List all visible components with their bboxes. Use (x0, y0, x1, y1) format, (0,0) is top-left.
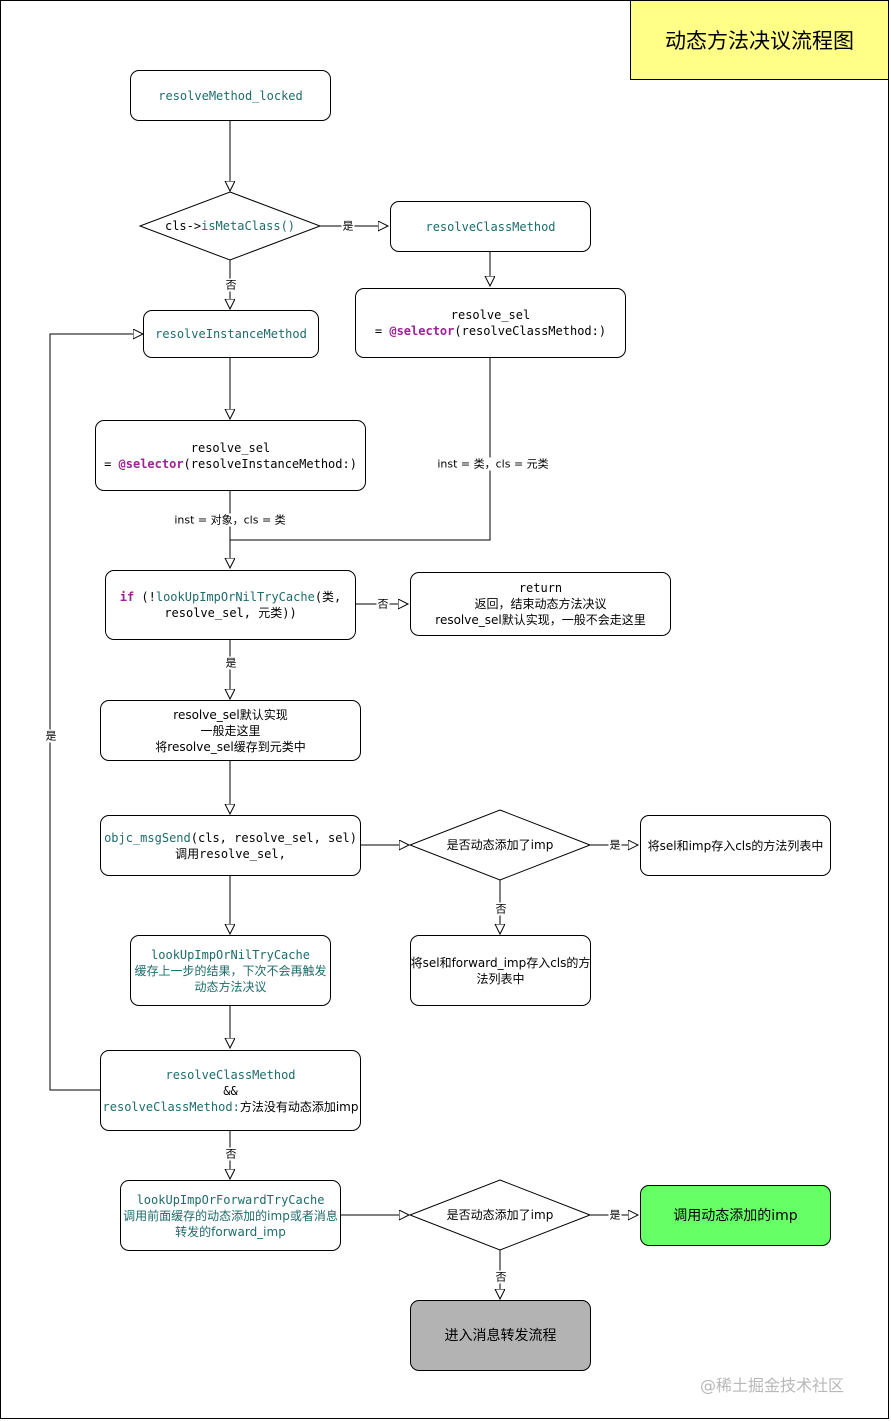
node-text-line1: return (518, 581, 563, 595)
node-text-line1: resolve_sel (450, 308, 531, 322)
node-text-line2: 缓存上一步的结果，下次不会再触发 (134, 963, 327, 978)
title-note: 动态方法决议流程图 (630, 0, 889, 80)
edge-label-if-yes: 是 (224, 656, 238, 670)
node-text: resolveInstanceMethod (155, 327, 307, 341)
node-text-line2: 法列表中 (476, 971, 525, 986)
node-enter-forwarding: 进入消息转发流程 (410, 1300, 591, 1371)
node-text-line1: if (!lookUpImpOrNilTryCache(类, (119, 590, 342, 604)
node-instance-selector: resolve_sel = @selector(resolveInstanceM… (95, 420, 366, 491)
node-text: 调用动态添加的imp (673, 1207, 798, 1224)
node-lookup-forward-cache: lookUpImpOrForwardTryCache 调用前面缓存的动态添加的i… (120, 1180, 341, 1251)
edge-label-class-inst-note: inst = 类，cls = 元类 (436, 457, 550, 471)
node-text-line3: 将resolve_sel缓存到元类中 (155, 739, 306, 754)
node-text-line2: 调用resolve_sel, (175, 846, 286, 861)
node-text-line1: resolveClassMethod (165, 1067, 296, 1082)
node-class-method-check: resolveClassMethod && resolveClassMethod… (100, 1050, 361, 1131)
node-text-line2: resolve_sel, 元类)) (164, 606, 297, 620)
node-text: 将sel和imp存入cls的方法列表中 (647, 838, 824, 853)
node-dyn-added-1: 是否动态添加了imp (430, 829, 570, 861)
node-resolve-method-locked: resolveMethod_locked (130, 70, 331, 121)
node-text: 进入消息转发流程 (444, 1327, 557, 1344)
node-text-line3: 动态方法决议 (194, 979, 267, 994)
node-lookup-nil-cache: lookUpImpOrNilTryCache 缓存上一步的结果，下次不会再触发 … (130, 935, 331, 1006)
node-text-line2: && (223, 1083, 238, 1098)
node-text-prefix: cls-> (164, 219, 202, 233)
node-text-line1: lookUpImpOrNilTryCache (151, 947, 310, 962)
edge-label-dyn2-yes: 是 (608, 1208, 622, 1222)
node-class-selector: resolve_sel = @selector(resolveClassMeth… (355, 288, 626, 358)
node-is-meta-class: cls->isMetaClass() (150, 210, 310, 242)
edge-classsel-to-if (230, 357, 491, 541)
node-text-line1: objc_msgSend(cls, resolve_sel, sel) (104, 830, 357, 845)
node-text: 是否动态添加了imp (446, 838, 554, 852)
node-text-line2: = @selector(resolveClassMethod:) (374, 324, 607, 338)
node-text-line2: 一般走这里 (200, 723, 261, 738)
node-text-line3: resolveClassMethod:方法没有动态添加imp (102, 1099, 359, 1114)
node-resolve-class-method: resolveClassMethod (390, 201, 591, 252)
node-return: return 返回，结束动态方法决议 resolve_sel默认实现，一般不会走… (410, 572, 671, 636)
node-store-sel-imp: 将sel和imp存入cls的方法列表中 (640, 815, 831, 876)
node-text: 是否动态添加了imp (446, 1208, 554, 1222)
node-text: resolveMethod_locked (158, 88, 303, 103)
edge-label-class-check-no: 否 (224, 1147, 238, 1161)
node-text-call: isMetaClass() (201, 219, 296, 233)
node-text-line1: 将sel和forward_imp存入cls的方 (410, 955, 591, 970)
edge-label-dyn2-no: 否 (494, 1270, 508, 1284)
edge-label-meta-yes: 是 (341, 219, 355, 233)
node-msg-send: objc_msgSend(cls, resolve_sel, sel) 调用re… (100, 815, 361, 876)
node-store-forward-imp: 将sel和forward_imp存入cls的方 法列表中 (410, 935, 591, 1006)
node-call-dynamic-imp: 调用动态添加的imp (640, 1185, 831, 1246)
edge-label-if-no: 否 (376, 597, 390, 611)
edge-label-meta-no: 否 (224, 278, 238, 292)
node-text-line2: = @selector(resolveInstanceMethod:) (104, 456, 357, 471)
watermark: @稀土掘金技术社区 (700, 1376, 845, 1395)
diamond-dyn-added-1 (408, 809, 592, 881)
edge-label-inst-obj-note: inst = 对象，cls = 类 (173, 513, 287, 527)
node-if-lookup-nil: if (!lookUpImpOrNilTryCache(类, resolve_s… (105, 570, 356, 640)
node-text-line2: 返回，结束动态方法决议 (474, 597, 607, 611)
diamond-dyn-added-2 (408, 1179, 592, 1251)
edge-label-dyn1-yes: 是 (608, 838, 622, 852)
node-text-line3: resolve_sel默认实现，一般不会走这里 (435, 613, 646, 627)
node-text-line1: resolve_sel默认实现 (173, 707, 288, 722)
diamond-is-meta-class (138, 191, 322, 261)
node-text-line3: 转发的forward_imp (175, 1224, 286, 1239)
page-title: 动态方法决议流程图 (665, 29, 854, 53)
node-default-impl: resolve_sel默认实现 一般走这里 将resolve_sel缓存到元类中 (100, 700, 361, 761)
edge-label-loop-yes: 是 (44, 729, 58, 743)
node-dyn-added-2: 是否动态添加了imp (430, 1199, 570, 1231)
node-resolve-instance-method: resolveInstanceMethod (143, 310, 319, 358)
edge-label-dyn1-no: 否 (494, 902, 508, 916)
edge-classcheck-loop (49, 334, 143, 1091)
node-text-line1: resolve_sel (190, 440, 271, 455)
node-text-line2: 调用前面缓存的动态添加的imp或者消息 (123, 1208, 338, 1223)
node-text-line1: lookUpImpOrForwardTryCache (136, 1192, 325, 1207)
node-text: resolveClassMethod (425, 219, 556, 234)
